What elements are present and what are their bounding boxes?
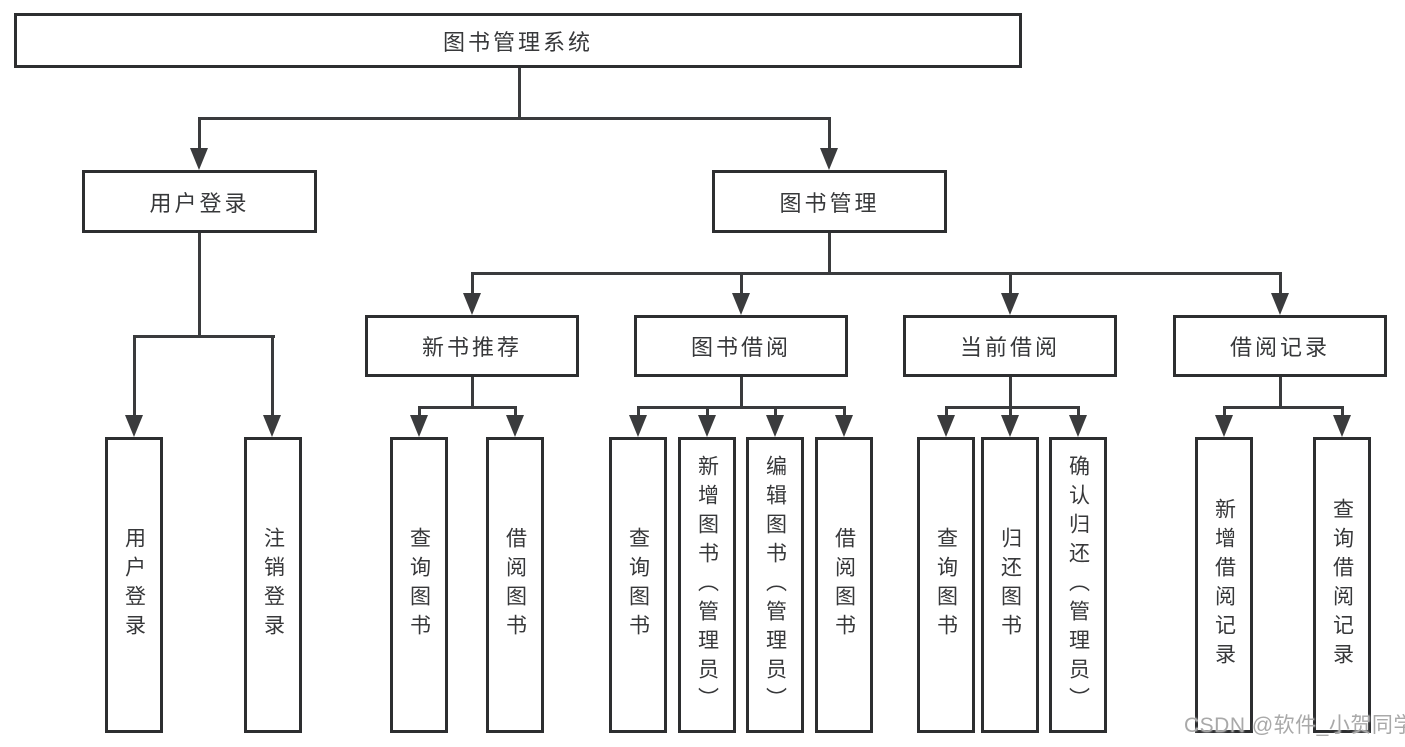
node-leaf-query-books-recommend: 查询图书 <box>390 437 448 733</box>
connector-line <box>1009 377 1012 409</box>
node-current-borrowing: 当前借阅 <box>903 315 1117 377</box>
node-leaf-add-borrow-record: 新增借阅记录 <box>1195 437 1253 733</box>
connector-line <box>471 377 474 409</box>
node-leaf-confirm-return-admin-label: 确认归还（管理员） <box>1066 454 1090 716</box>
connector-line <box>1009 272 1012 295</box>
arrow-down-icon <box>1001 293 1019 315</box>
node-leaf-query-borrow-record: 查询借阅记录 <box>1313 437 1371 733</box>
connector-line <box>706 406 709 417</box>
node-leaf-add-borrow-record-label: 新增借阅记录 <box>1212 498 1236 672</box>
csdn-watermark: CSDN @软件_小贺同学 <box>1184 714 1405 737</box>
node-book-borrowing-label: 图书借阅 <box>690 335 791 360</box>
connector-line <box>133 335 136 417</box>
connector-line <box>518 68 521 120</box>
arrow-down-icon <box>629 415 647 437</box>
connector-line <box>198 117 831 120</box>
node-leaf-return-books: 归还图书 <box>981 437 1039 733</box>
node-new-book-recommend-label: 新书推荐 <box>421 335 522 360</box>
connector-line <box>1279 377 1282 409</box>
connector-line <box>843 406 846 417</box>
node-leaf-edit-books-admin: 编辑图书（管理员） <box>746 437 804 733</box>
node-leaf-query-books-current: 查询图书 <box>917 437 975 733</box>
node-book-management-label: 图书管理 <box>779 190 880 216</box>
arrow-down-icon <box>1069 415 1087 437</box>
node-leaf-user-login-label: 用户登录 <box>122 527 146 643</box>
arrow-down-icon <box>1333 415 1351 437</box>
node-root-system: 图书管理系统 <box>14 13 1022 68</box>
connector-line <box>1341 406 1344 417</box>
connector-line <box>198 117 201 150</box>
arrow-down-icon <box>698 415 716 437</box>
node-leaf-query-books-borrowing-label: 查询图书 <box>626 527 650 643</box>
arrow-down-icon <box>410 415 428 437</box>
node-leaf-borrow-books-label: 借阅图书 <box>832 527 856 643</box>
node-current-borrowing-label: 当前借阅 <box>959 335 1060 360</box>
node-book-borrowing: 图书借阅 <box>634 315 848 377</box>
connector-line <box>945 406 1080 409</box>
arrow-down-icon <box>463 293 481 315</box>
node-book-management: 图书管理 <box>712 170 947 233</box>
arrow-down-icon <box>732 293 750 315</box>
node-leaf-query-borrow-record-label: 查询借阅记录 <box>1330 498 1354 672</box>
node-leaf-query-books-recommend-label: 查询图书 <box>407 527 431 643</box>
connector-line <box>774 406 777 417</box>
node-new-book-recommend: 新书推荐 <box>365 315 579 377</box>
node-borrow-records-label: 借阅记录 <box>1229 335 1330 360</box>
node-borrow-records: 借阅记录 <box>1173 315 1387 377</box>
arrow-down-icon <box>835 415 853 437</box>
node-leaf-logout: 注销登录 <box>244 437 302 733</box>
node-leaf-return-books-label: 归还图书 <box>998 527 1022 643</box>
node-leaf-borrow-books: 借阅图书 <box>815 437 873 733</box>
connector-line <box>828 233 831 275</box>
connector-line <box>637 406 846 409</box>
node-leaf-query-books-current-label: 查询图书 <box>934 527 958 643</box>
connector-line <box>1223 406 1344 409</box>
node-leaf-borrow-books-recommend: 借阅图书 <box>486 437 544 733</box>
connector-line <box>471 272 1282 275</box>
node-leaf-confirm-return-admin: 确认归还（管理员） <box>1049 437 1107 733</box>
node-leaf-edit-books-admin-label: 编辑图书（管理员） <box>763 454 787 716</box>
arrow-down-icon <box>1271 293 1289 315</box>
connector-line <box>271 335 274 417</box>
node-leaf-add-books-admin-label: 新增图书（管理员） <box>695 454 719 716</box>
connector-line <box>740 272 743 295</box>
connector-line <box>1279 272 1282 295</box>
arrow-down-icon <box>1215 415 1233 437</box>
connector-line <box>740 377 743 409</box>
connector-line <box>471 272 474 295</box>
connector-line <box>133 335 275 338</box>
connector-line <box>198 233 201 338</box>
arrow-down-icon <box>190 148 208 170</box>
arrow-down-icon <box>766 415 784 437</box>
node-user-login-label: 用户登录 <box>149 190 250 216</box>
node-root-label: 图书管理系统 <box>442 29 593 55</box>
connector-line <box>418 406 421 417</box>
arrow-down-icon <box>820 148 838 170</box>
node-leaf-borrow-books-recommend-label: 借阅图书 <box>503 527 527 643</box>
node-leaf-logout-label: 注销登录 <box>261 527 285 643</box>
connector-line <box>1223 406 1226 417</box>
connector-line <box>514 406 517 417</box>
node-user-login: 用户登录 <box>82 170 317 233</box>
connector-line <box>418 406 517 409</box>
node-leaf-query-books-borrowing: 查询图书 <box>609 437 667 733</box>
arrow-down-icon <box>125 415 143 437</box>
connector-line <box>828 117 831 150</box>
arrow-down-icon <box>263 415 281 437</box>
connector-line <box>1077 406 1080 417</box>
connector-line <box>1009 406 1012 417</box>
node-leaf-add-books-admin: 新增图书（管理员） <box>678 437 736 733</box>
node-leaf-user-login: 用户登录 <box>105 437 163 733</box>
connector-line <box>945 406 948 417</box>
arrow-down-icon <box>1001 415 1019 437</box>
arrow-down-icon <box>506 415 524 437</box>
arrow-down-icon <box>937 415 955 437</box>
connector-line <box>637 406 640 417</box>
